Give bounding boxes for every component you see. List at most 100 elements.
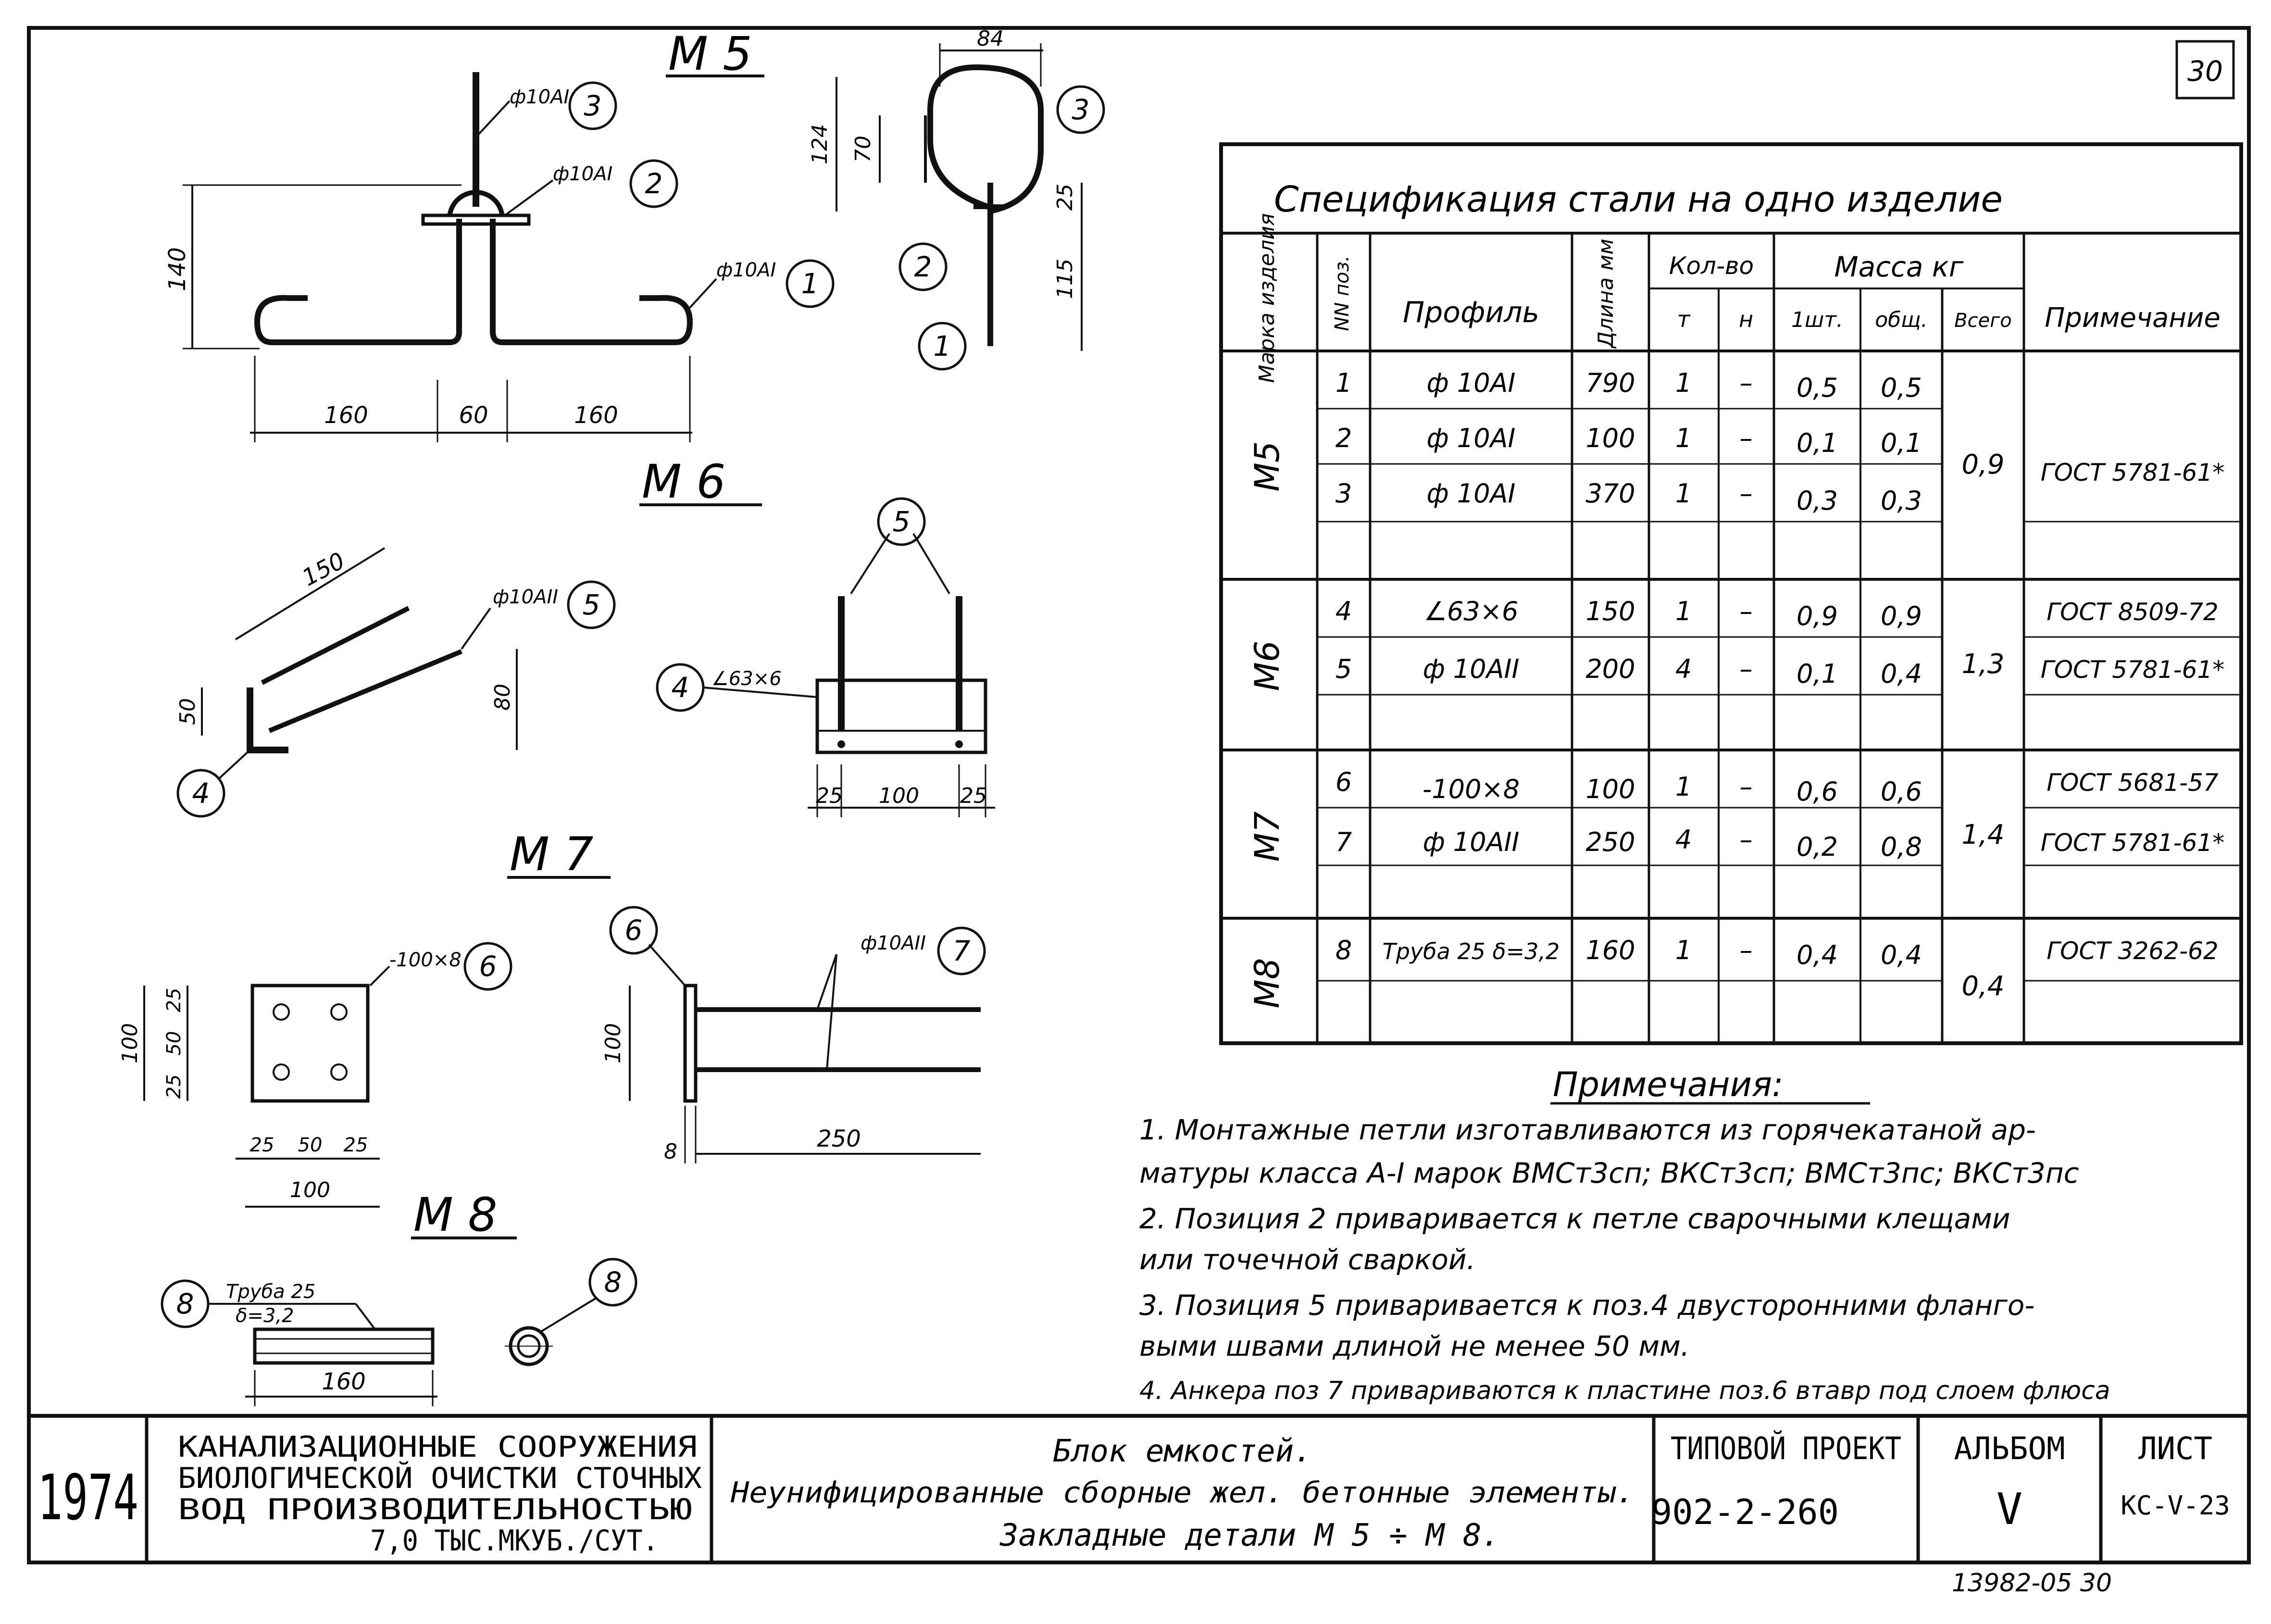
svg-text:0,6: 0,6 (1881, 776, 1922, 807)
svg-text:0,8: 0,8 (1881, 832, 1922, 862)
title-m5: М 5 (668, 27, 752, 81)
svg-text:0,1: 0,1 (1797, 428, 1838, 458)
spec-row: 7 ф 10АII 250 4 – 0,2 0,8 ГОСТ 5781-61* (1335, 824, 2224, 862)
tb-project-label: ТИПОВОЙ ПРОЕКТ (1671, 1430, 1901, 1467)
svg-text:0,9: 0,9 (1797, 601, 1838, 631)
svg-text:5: 5 (1335, 654, 1352, 684)
svg-text:0,2: 0,2 (1797, 832, 1838, 862)
sheet-number: 30 (2187, 55, 2223, 87)
svg-text:ф 10АI: ф 10АI (1427, 478, 1516, 509)
m6-angle-plate (815, 678, 987, 754)
svg-text:4: 4 (1675, 824, 1692, 855)
m5-dim-left: 160 (324, 402, 368, 429)
m6-label-angle: ∠63×6 (711, 668, 782, 690)
tb-org-line-3: ВОД ПРОИЗВОДИТЕЛЬНОСТЬЮ (178, 1493, 692, 1526)
m7-pos-7: 7 (953, 935, 971, 967)
m5-dim-height: 140 (164, 247, 191, 291)
m5-side-dim-h1: 124 (808, 124, 832, 164)
svg-text:0,4: 0,4 (1881, 940, 1922, 970)
note-line-2: матуры класса А-I марок ВМСт3сп; ВКСт3сп… (1139, 1157, 2079, 1189)
m5-side-pos-2: 2 (914, 250, 932, 283)
svg-text:100: 100 (1585, 423, 1635, 453)
footer-code: 13982-05 30 (1952, 1569, 2112, 1598)
tb-album-label: АЛЬБОМ (1954, 1431, 2065, 1467)
m5-side-dim-w: 84 (977, 26, 1004, 51)
svg-text:0,3: 0,3 (1881, 486, 1922, 516)
spec-header-profile: Профиль (1403, 296, 1539, 329)
m7-pos-6: 6 (479, 950, 497, 983)
spec-row: 4 ∠63×6 150 1 – 0,9 0,9 ГОСТ 8509-72 (1335, 596, 2219, 631)
spec-mark-m5: М5 (1248, 441, 1287, 492)
m7-dim-250: 250 (817, 1125, 861, 1152)
svg-text:ГОСТ 3262-62: ГОСТ 3262-62 (2046, 937, 2218, 965)
note-line-1: 1. Монтажные петли изготавливаются из го… (1139, 1113, 2036, 1146)
svg-text:1: 1 (1675, 423, 1692, 453)
m5-label-rebar-2: ф10АI (553, 163, 612, 185)
spec-header-qty: Кол-во (1669, 252, 1754, 280)
m7-dim-h25a: 25 (250, 1134, 275, 1156)
sheet-frame (27, 26, 2251, 1564)
svg-text:2: 2 (1335, 423, 1352, 453)
note-line-5: 3. Позиция 5 приваривается к поз.4 двуст… (1139, 1289, 2034, 1322)
svg-text:8: 8 (1335, 935, 1352, 965)
m8-dim-160: 160 (322, 1368, 366, 1395)
svg-text:150: 150 (1585, 596, 1635, 626)
spec-header-mark: Марка изделия (1255, 213, 1279, 383)
svg-text:0,5: 0,5 (1797, 373, 1838, 403)
svg-text:0,3: 0,3 (1797, 486, 1838, 516)
m6-pos-5: 5 (583, 588, 600, 621)
spec-mark-m6: М6 (1248, 641, 1287, 691)
svg-text:–: – (1740, 772, 1753, 802)
svg-text:200: 200 (1585, 654, 1635, 684)
m5-side-dim-h2: 70 (851, 136, 875, 162)
svg-text:0,4: 0,4 (1881, 659, 1922, 689)
drawing-m7: М 7 -100×8 6 100 25 50 25 25 50 25 100 6… (118, 827, 986, 1208)
m5-pos-1: 1 (801, 267, 819, 300)
svg-text:ГОСТ 8509-72: ГОСТ 8509-72 (2046, 598, 2218, 626)
drawing-m5: М 5 ф10АI ф10АI ф10АI 3 2 1 140 160 60 1 (164, 26, 1105, 442)
m8-label-pipe-2: δ=3,2 (236, 1305, 294, 1327)
m5-side-dim-h4: 115 (1053, 259, 1077, 299)
m5-side-dim-h3: 25 (1053, 184, 1077, 211)
note-line-4: или точечной сваркой. (1139, 1243, 1475, 1276)
svg-text:790: 790 (1585, 368, 1635, 398)
tb-sheet-no: КС-V-23 (2121, 1490, 2230, 1521)
spec-total-m5: 0,9 (1961, 449, 2004, 480)
notes-block: Примечания: 1. Монтажные петли изготавли… (1139, 1065, 2110, 1405)
svg-text:4: 4 (1675, 654, 1692, 684)
svg-text:–: – (1740, 935, 1753, 965)
svg-text:100: 100 (1585, 774, 1635, 804)
m6-dim-80: 80 (490, 684, 515, 711)
m5-pos-3: 3 (584, 89, 602, 122)
svg-text:0,1: 0,1 (1881, 428, 1922, 458)
sheet-number-box (2175, 40, 2235, 100)
tb-org-line-2: БИОЛОГИЧЕСКОЙ ОЧИСТКИ СТОЧНЫХ (178, 1461, 702, 1495)
title-block: 1974 КАНАЛИЗАЦИОННЫЕ СООРУЖЕНИЯ БИОЛОГИЧ… (29, 1414, 2249, 1562)
m6-dim-25b: 25 (960, 784, 987, 808)
svg-text:ГОСТ 5781-61*: ГОСТ 5781-61* (2041, 656, 2224, 684)
svg-text:370: 370 (1585, 478, 1635, 509)
m6-label-rebar-5: ф10АII (493, 586, 558, 608)
svg-text:1: 1 (1675, 772, 1692, 802)
svg-text:6: 6 (1335, 767, 1352, 797)
svg-text:1: 1 (1675, 478, 1692, 509)
spec-total-m8: 0,4 (1961, 971, 2004, 1002)
svg-text:ф 10АI: ф 10АI (1427, 423, 1516, 453)
spec-mark-m7: М7 (1248, 812, 1287, 862)
m5-label-rebar-1: ф10АI (716, 259, 776, 281)
svg-text:4: 4 (1335, 596, 1352, 626)
m6-front-pos-4: 4 (672, 671, 689, 704)
m7-dim-v25b: 25 (163, 1074, 185, 1099)
spec-row: 6 -100×8 100 1 – 0,6 0,6 ГОСТ 5681-57 (1335, 767, 2219, 807)
m7-label-rebar-7: ф10АII (861, 932, 926, 954)
spec-header-note: Примечание (2045, 302, 2221, 334)
svg-text:0,1: 0,1 (1797, 659, 1838, 689)
svg-text:0,6: 0,6 (1797, 776, 1838, 807)
note-line-3: 2. Позиция 2 приваривается к петле сваро… (1139, 1202, 2010, 1235)
svg-text:Труба 25 δ=3,2: Труба 25 δ=3,2 (1383, 938, 1560, 964)
m7-dim-h25b: 25 (344, 1134, 368, 1156)
m6-dim-50: 50 (175, 698, 200, 725)
m7-side-pos-6: 6 (625, 914, 643, 947)
m6-pos-4: 4 (192, 777, 210, 810)
